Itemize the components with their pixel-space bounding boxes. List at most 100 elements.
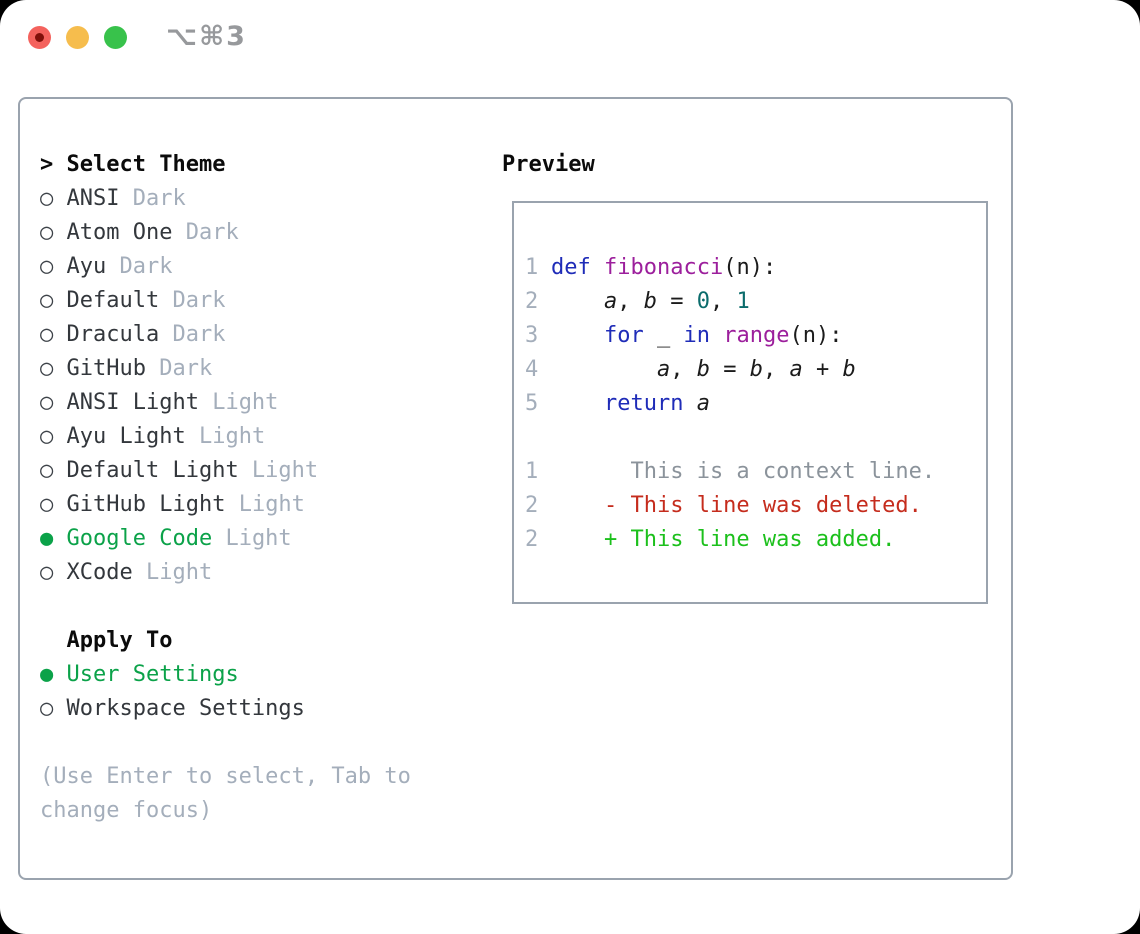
spacer: [40, 590, 411, 624]
radio-icon: ●: [40, 526, 67, 551]
line-number: 5: [525, 391, 539, 416]
text-segment: Dark: [159, 288, 226, 313]
theme-option-ansi-dark[interactable]: ○ ANSI Dark: [40, 182, 411, 216]
text-segment: =: [709, 357, 750, 382]
text-segment: Default: [66, 288, 160, 313]
line-number: 1: [525, 255, 539, 280]
preview-code-line: 2 a, b = 0, 1: [525, 285, 978, 319]
text-segment: def: [551, 255, 591, 280]
text-segment: +: [802, 357, 843, 382]
text-segment: [551, 289, 604, 314]
close-button[interactable]: [28, 26, 51, 49]
text-segment: (n):: [789, 323, 843, 348]
text-segment: Dark: [172, 220, 239, 245]
text-segment: Apply To: [40, 628, 173, 653]
text-segment: =: [656, 289, 697, 314]
theme-option-github-light-light[interactable]: ○ GitHub Light Light: [40, 488, 411, 522]
text-segment: Light: [238, 458, 319, 483]
text-segment: for: [603, 323, 644, 348]
text-segment: _: [643, 323, 684, 348]
text-segment: >: [40, 152, 67, 177]
text-segment: 1: [736, 289, 750, 314]
theme-list: > Select Theme○ ANSI Dark○ Atom One Dark…: [40, 148, 411, 828]
text-segment: b: [842, 357, 856, 382]
text-segment: This is a context line.: [551, 459, 936, 484]
line-number: 3: [525, 323, 539, 348]
radio-icon: ○: [40, 560, 67, 585]
text-segment: [683, 391, 696, 416]
text-segment: GitHub: [66, 356, 146, 381]
text-segment: Workspace Settings: [66, 696, 305, 721]
text-segment: Atom One: [66, 220, 173, 245]
text-segment: Dark: [106, 254, 173, 279]
line-number: 4: [525, 357, 539, 382]
text-segment: range: [723, 323, 790, 348]
text-segment: return: [603, 391, 684, 416]
text-segment: ,: [617, 289, 644, 314]
text-segment: [551, 391, 604, 416]
preview-title: Preview: [502, 152, 595, 177]
diff-deleted-line: 2 - This line was deleted.: [525, 489, 978, 523]
text-segment: change focus): [40, 798, 213, 823]
text-segment: [551, 323, 604, 348]
text-segment: GitHub Light: [66, 492, 226, 517]
theme-option-default-dark[interactable]: ○ Default Dark: [40, 284, 411, 318]
radio-icon: ○: [40, 288, 67, 313]
text-segment: ANSI: [66, 186, 120, 211]
text-segment: a: [696, 391, 710, 416]
text-segment: Dracula: [66, 322, 160, 347]
theme-option-ayu-light-light[interactable]: ○ Ayu Light Light: [40, 420, 411, 454]
preview-blank-line: [525, 421, 978, 455]
text-segment: ,: [670, 357, 697, 382]
help-text-line: (Use Enter to select, Tab to: [40, 760, 411, 794]
text-segment: a: [789, 357, 803, 382]
theme-list-header: > Select Theme: [40, 148, 411, 182]
window-shortcut-label: ⌥⌘3: [166, 21, 247, 52]
text-segment: Dark: [159, 322, 226, 347]
text-segment: 0: [696, 289, 710, 314]
text-segment: (Use Enter to select, Tab to: [40, 764, 411, 789]
text-segment: ANSI Light: [66, 390, 199, 415]
radio-icon: ○: [40, 458, 67, 483]
minimize-button[interactable]: [66, 26, 89, 49]
apply-option-workspace-settings[interactable]: ○ Workspace Settings: [40, 692, 411, 726]
radio-icon: ○: [40, 254, 67, 279]
theme-option-ansi-light-light[interactable]: ○ ANSI Light Light: [40, 386, 411, 420]
text-segment: in: [683, 323, 710, 348]
close-button-dot: [35, 33, 44, 42]
line-number: 1: [525, 459, 539, 484]
spacer: [40, 726, 411, 760]
text-segment: Light: [212, 526, 292, 551]
text-segment: Dark: [145, 356, 213, 381]
help-text-line: change focus): [40, 794, 411, 828]
text-segment: b: [643, 289, 657, 314]
apply-option-user-settings[interactable]: ● User Settings: [40, 658, 411, 692]
text-segment: b: [749, 357, 763, 382]
theme-option-ayu-dark[interactable]: ○ Ayu Dark: [40, 250, 411, 284]
text-segment: ,: [709, 289, 737, 314]
theme-option-default-light-light[interactable]: ○ Default Light Light: [40, 454, 411, 488]
theme-option-github-dark[interactable]: ○ GitHub Dark: [40, 352, 411, 386]
zoom-button[interactable]: [104, 26, 127, 49]
radio-icon: ○: [40, 390, 67, 415]
theme-option-xcode-light[interactable]: ○ XCode Light: [40, 556, 411, 590]
text-segment: Ayu Light: [66, 424, 186, 449]
line-number: 2: [525, 493, 539, 518]
apply-to-header: Apply To: [40, 624, 411, 658]
theme-option-dracula-dark[interactable]: ○ Dracula Dark: [40, 318, 411, 352]
text-segment: Light: [198, 390, 279, 415]
text-segment: [551, 357, 657, 382]
text-segment: XCode: [66, 560, 133, 585]
text-segment: [591, 255, 604, 280]
theme-option-atom-one-dark[interactable]: ○ Atom One Dark: [40, 216, 411, 250]
text-segment: fibonacci: [604, 255, 724, 280]
text-segment: (n):: [723, 255, 777, 280]
text-segment: [710, 323, 723, 348]
text-segment: Light: [132, 560, 213, 585]
text-segment: a: [656, 357, 671, 382]
theme-option-google-code-light[interactable]: ● Google Code Light: [40, 522, 411, 556]
radio-icon: ○: [40, 356, 67, 381]
